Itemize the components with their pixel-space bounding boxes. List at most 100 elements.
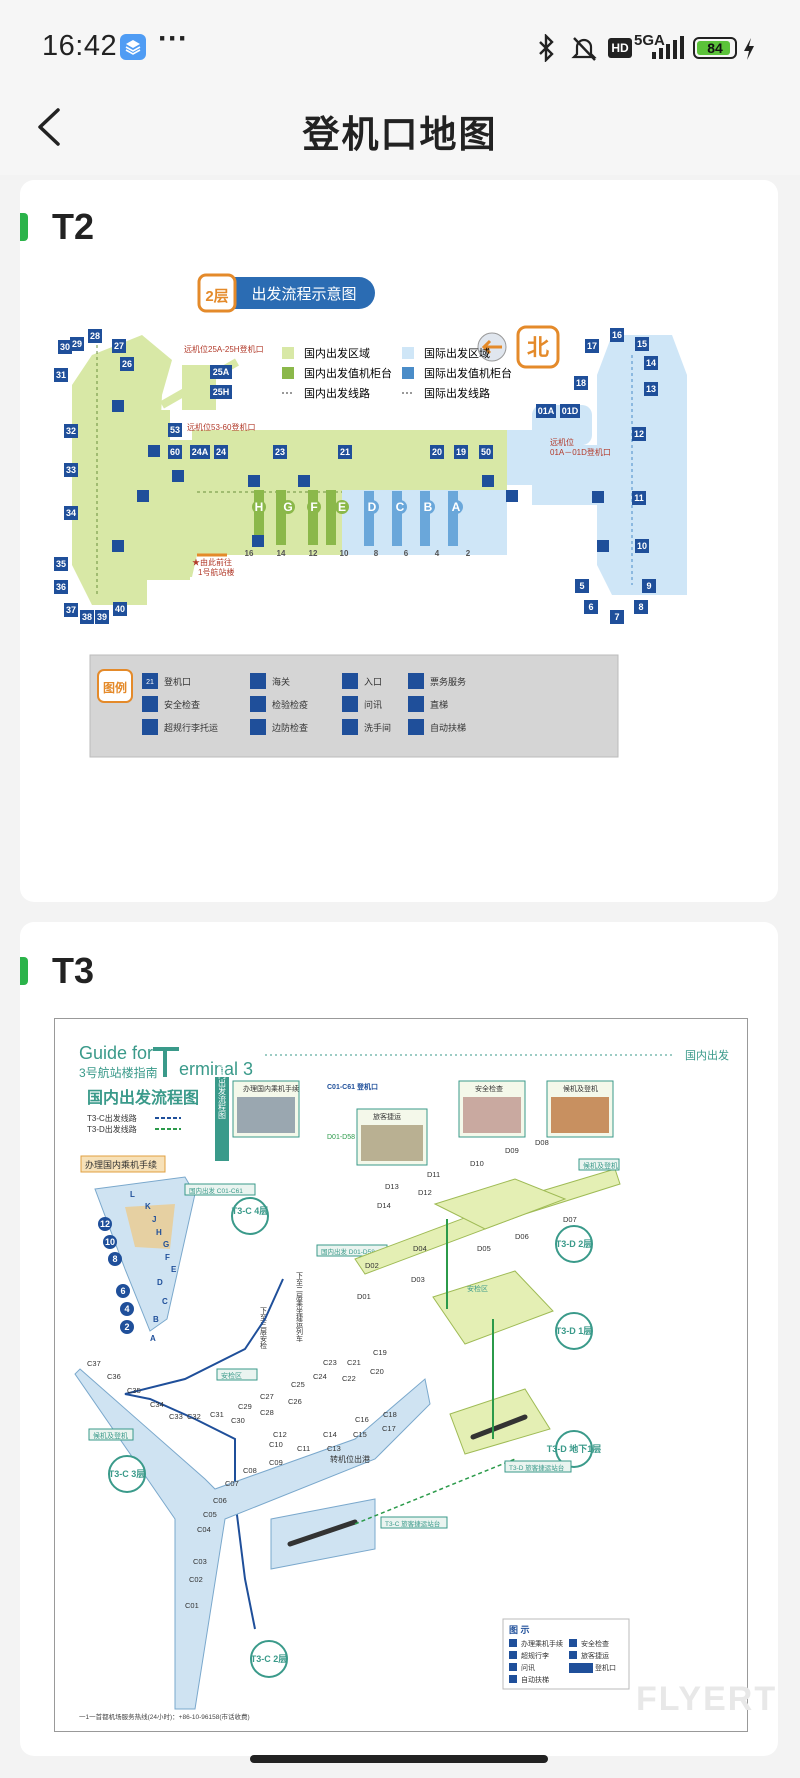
back-arrow-icon[interactable] [30,107,70,147]
svg-text:票务服务: 票务服务 [430,676,466,687]
t2-legend-title: 图例 [103,680,127,695]
flow-vertical-label: 国内出发流程图 [218,1063,227,1120]
more-notifications-icon: ··· [158,22,188,55]
svg-text:海关: 海关 [272,676,290,687]
svg-text:E: E [171,1265,177,1274]
legend-domestic-route: 国内出发线路 [304,386,370,400]
svg-text:8: 8 [112,1254,117,1264]
svg-text:34: 34 [66,508,76,518]
page-title: 登机口地图 [302,114,498,155]
watermark: FLYERT [636,1680,778,1718]
guide-en2: erminal 3 [179,1059,253,1079]
svg-text:候机及登机: 候机及登机 [93,1431,128,1440]
legend-intl-checkin: 国际出发值机柜台 [424,366,512,380]
status-time: 16:42 [42,30,118,62]
svg-text:27: 27 [114,341,124,351]
svg-text:38: 38 [82,612,92,622]
svg-text:C12: C12 [273,1430,287,1439]
battery-level: 84 [707,40,723,56]
note-remote-01b: 01A－01D登机口 [550,447,611,457]
counter-labels: H G F E D C B A [252,500,463,514]
svg-text:01D: 01D [562,406,579,416]
svg-text:C23: C23 [323,1358,337,1367]
t2-gates: 30 29 28 27 26 31 32 33 34 35 36 37 38 3… [54,328,658,624]
svg-text:9: 9 [646,581,651,591]
svg-text:C: C [162,1297,168,1306]
svg-text:D04: D04 [413,1244,427,1253]
svg-text:24: 24 [216,447,226,457]
svg-text:C09: C09 [269,1458,283,1467]
svg-text:超规行李: 超规行李 [521,1651,549,1660]
svg-text:29: 29 [72,339,82,349]
svg-text:C28: C28 [260,1408,274,1417]
svg-text:12: 12 [634,429,644,439]
t2-terminal-map[interactable]: 2层 出发流程示意图 北 H G F E D C B A 国内出发区域 [52,265,752,875]
legend-intl-route: 国际出发线路 [424,386,490,400]
svg-text:C06: C06 [213,1496,227,1505]
svg-text:T3-D 1层: T3-D 1层 [556,1326,593,1336]
svg-text:国内出发 D01-D58: 国内出发 D01-D58 [321,1247,375,1256]
svg-text:C27: C27 [260,1392,274,1401]
svg-text:25A: 25A [213,367,230,377]
svg-text:国内出发 C01-C61: 国内出发 C01-C61 [189,1186,243,1195]
note-remote-53: 远机位53-60登机口 [187,422,255,432]
svg-text:C35: C35 [127,1386,141,1395]
counter-b: B [424,500,433,514]
svg-text:C34: C34 [150,1400,164,1409]
svg-text:自动扶梯: 自动扶梯 [521,1675,549,1684]
svg-text:C10: C10 [269,1440,283,1449]
guide-cn: 3号航站楼指南 [79,1065,158,1080]
svg-text:安全检查: 安全检查 [164,699,200,710]
svg-text:18: 18 [576,378,586,388]
svg-text:D01-D58 登机口: D01-D58 登机口 [327,1132,378,1141]
svg-text:5: 5 [579,581,584,591]
svg-text:01A: 01A [538,406,555,416]
counter-d: D [368,500,377,514]
svg-text:C16: C16 [355,1415,369,1424]
svg-text:D: D [157,1278,163,1287]
section-marker [20,957,28,985]
svg-text:C04: C04 [197,1525,211,1534]
counter-f: F [310,500,317,514]
svg-text:17: 17 [587,341,597,351]
note-remote-25: 远机位25A-25H登机口 [184,344,264,354]
svg-text:C25: C25 [291,1380,305,1389]
note-to-t1: ★由此前往 [192,557,232,567]
svg-text:转机位出港: 转机位出港 [330,1454,370,1464]
svg-text:C26: C26 [288,1397,302,1406]
legend-domestic-checkin: 国内出发值机柜台 [304,366,392,380]
mute-icon [571,37,597,61]
svg-text:11: 11 [634,493,644,503]
svg-text:36: 36 [56,582,66,592]
svg-text:C17: C17 [382,1424,396,1433]
svg-text:12: 12 [100,1219,110,1229]
svg-text:C18: C18 [383,1410,397,1419]
svg-text:下至二层乘坐捷运列车: 下至二层乘坐捷运列车 [296,1272,304,1343]
domestic-checkin-counters [254,490,336,545]
svg-text:C31: C31 [210,1410,224,1419]
svg-text:8: 8 [638,602,643,612]
svg-text:T3-D 2层: T3-D 2层 [556,1239,593,1249]
t3-key-title: 图 示 [509,1625,530,1635]
svg-text:T3-C 4层: T3-C 4层 [232,1206,269,1216]
svg-text:21: 21 [340,447,350,457]
t3-terminal-map[interactable]: Guide for 3号航站楼指南 erminal 3 国内出发 国内出发流程图… [55,1019,745,1729]
svg-text:23: 23 [275,447,285,457]
svg-text:洗手间: 洗手间 [364,722,391,733]
svg-text:C02: C02 [189,1575,203,1584]
svg-text:T3-D 地下1层: T3-D 地下1层 [547,1443,602,1454]
svg-text:A: A [150,1334,156,1343]
svg-text:2: 2 [466,549,471,558]
svg-text:T3-D出发线路: T3-D出发线路 [87,1124,137,1134]
svg-text:8: 8 [374,549,379,558]
home-indicator[interactable] [250,1755,548,1763]
svg-text:12: 12 [309,549,318,558]
svg-text:26: 26 [122,359,132,369]
svg-text:办理国内乘机手续: 办理国内乘机手续 [243,1084,299,1093]
svg-text:C01: C01 [185,1601,199,1610]
svg-text:安检区: 安检区 [221,1371,242,1380]
svg-text:自动扶梯: 自动扶梯 [430,722,466,733]
svg-text:C29: C29 [238,1402,252,1411]
section-marker [20,213,28,241]
battery-icon: 84 [693,37,737,59]
